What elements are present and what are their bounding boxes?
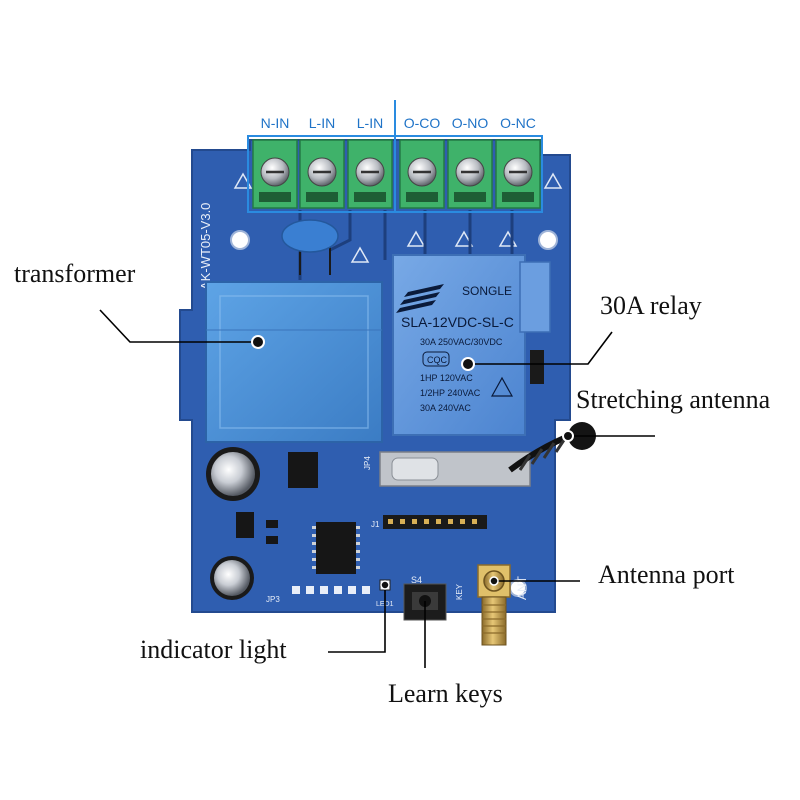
leader-indicator: [328, 585, 386, 653]
callout-leaders: [99, 309, 655, 668]
terminal-label-l-in-1: L-IN: [309, 115, 335, 131]
rf-module: JP4: [363, 451, 531, 487]
leader-relay: [468, 331, 613, 365]
transformer: [205, 281, 383, 443]
terminal-screw: [252, 139, 298, 209]
leader-dot-antenna: [562, 430, 574, 442]
callout-relay: 30A relay: [600, 291, 702, 320]
ic-pins: [312, 526, 360, 569]
microcontroller-ic: [316, 522, 356, 574]
relay-rating-3: 1/2HP 240VAC: [420, 388, 481, 398]
callout-learn: Learn keys: [388, 679, 503, 708]
callout-antenna-port: Antenna port: [598, 560, 735, 589]
leader-dot-transformer: [251, 335, 265, 349]
j1-silk: J1: [371, 520, 380, 529]
relay: SONGLE SLA-12VDC-SL-C 30A 250VAC/30VDC C…: [392, 254, 551, 436]
terminal-label-o-co: O-CO: [404, 115, 441, 131]
terminal-screw: [299, 139, 345, 209]
terminal-screw: [495, 139, 541, 209]
relay-rating-4: 30A 240VAC: [420, 403, 471, 413]
regulator: [236, 512, 254, 538]
callout-indicator: indicator light: [140, 635, 287, 664]
bridge-rectifier: [288, 452, 318, 488]
smd-part: [266, 520, 278, 528]
leader-transformer: [99, 309, 258, 343]
electrolytic-capacitor: [206, 447, 260, 501]
mount-hole: [230, 230, 250, 250]
relay-hazard-icon: [490, 376, 514, 397]
electrolytic-capacitor: [210, 556, 254, 600]
leader-dot-indicator: [380, 580, 390, 590]
sma-antenna-port: ANT: [477, 564, 529, 646]
jp3-silk: JP3: [266, 595, 280, 604]
terminal-labels: N-IN L-IN L-IN O-CO O-NO O-NC: [261, 115, 536, 131]
relay-rating-2: 1HP 120VAC: [420, 373, 473, 383]
terminal-label-o-nc: O-NC: [500, 115, 536, 131]
key-silk: KEY: [455, 583, 464, 600]
songle-logo: [396, 284, 444, 313]
relay-rating-1: 30A 250VAC/30VDC: [420, 337, 503, 347]
header-j1: J1: [371, 515, 487, 529]
jp4-silk: JP4: [363, 456, 372, 470]
ant-silk: ANT: [515, 575, 529, 600]
cqc-text: CQC: [427, 355, 448, 365]
jp3-pads: [292, 586, 370, 594]
relay-brand: SONGLE: [462, 284, 512, 298]
terminal-label-l-in-2: L-IN: [357, 115, 383, 131]
smd-part: [266, 536, 278, 544]
leader-dot-antenna-port: [489, 576, 499, 586]
diode: [530, 350, 544, 384]
terminal-label-n-in: N-IN: [261, 115, 290, 131]
cqc-mark: [422, 351, 450, 367]
relay-model: SLA-12VDC-SL-C: [401, 314, 514, 330]
callout-labels: transformer 30A relay Stretching antenna…: [14, 259, 771, 708]
terminal-screw: [347, 139, 393, 209]
callout-antenna: Stretching antenna: [576, 385, 771, 414]
terminal-block: [247, 100, 543, 213]
board-model-silk: AK-WT05-V3.0: [198, 203, 213, 290]
terminal-screw: [447, 139, 493, 209]
terminal-label-o-no: O-NO: [452, 115, 489, 131]
callout-transformer: transformer: [14, 259, 136, 288]
leader-dot-relay: [461, 357, 475, 371]
s4-silk: S4: [411, 575, 422, 585]
mount-hole: [538, 230, 558, 250]
terminal-screw: [399, 139, 445, 209]
x-capacitor: [281, 219, 339, 275]
